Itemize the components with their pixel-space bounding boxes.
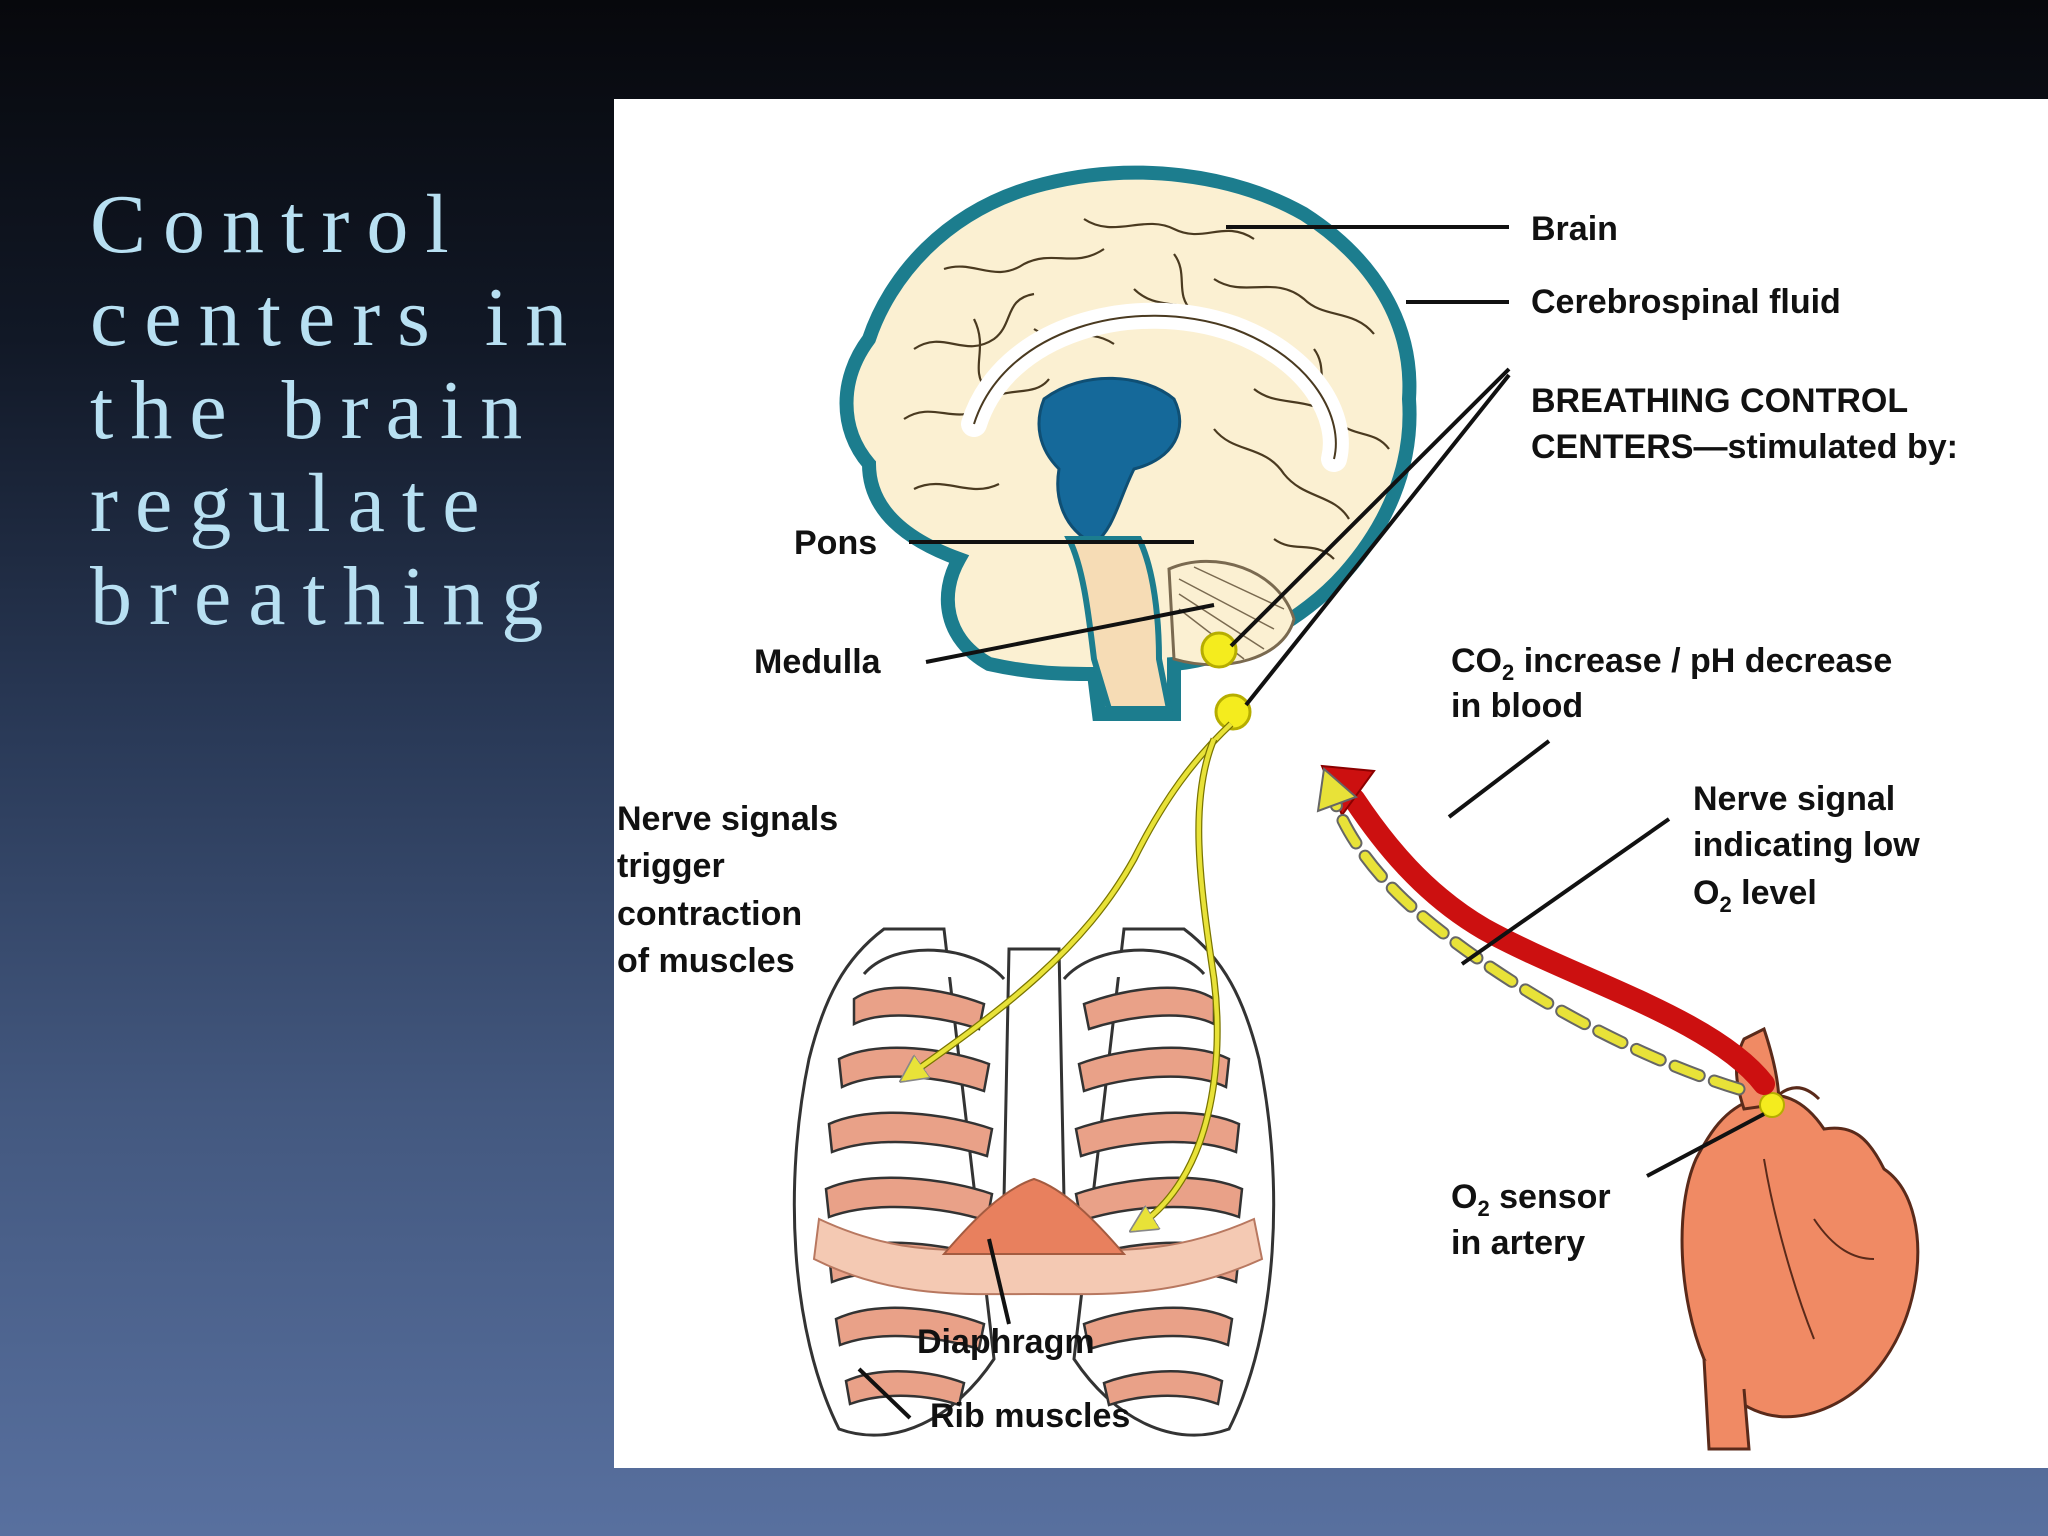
ventricle	[1037, 376, 1182, 546]
breathing-control-diagram: Brain Cerebrospinal fluid BREATHING CONT…	[614, 99, 2048, 1468]
label-nerve-trigger-line3: contraction	[617, 895, 802, 933]
label-co2-line1: CO2 increase / pH decrease	[1451, 642, 1892, 685]
diaphragm-muscle	[941, 1177, 1127, 1255]
brain-illustration	[839, 165, 1417, 731]
label-co2-line2: in blood	[1451, 687, 1583, 725]
label-rib-muscles: Rib muscles	[930, 1397, 1130, 1435]
label-o2-sensor-line1: O2 sensor	[1451, 1178, 1611, 1221]
label-pons: Pons	[794, 524, 877, 562]
low-o2-nerve-signal	[1329, 794, 1744, 1094]
label-nerve-trigger-line2: trigger	[617, 847, 725, 885]
nerve-to-rib-muscles	[902, 722, 1233, 1081]
label-control-centers-line1: BREATHING CONTROL	[1531, 382, 1908, 420]
o2-sensor-dot	[1759, 1092, 1785, 1118]
label-cerebrospinal-fluid: Cerebrospinal fluid	[1531, 283, 1841, 321]
label-o2-sensor-line2: in artery	[1451, 1224, 1585, 1262]
label-low-o2-line3: O2 level	[1693, 874, 1817, 917]
rib-cage-illustration	[792, 927, 1276, 1437]
medulla-control-center	[1214, 693, 1252, 731]
label-low-o2-line2: indicating low	[1693, 826, 1920, 864]
label-medulla: Medulla	[754, 643, 882, 681]
label-brain: Brain	[1531, 210, 1618, 248]
label-nerve-trigger-line1: Nerve signals	[617, 800, 838, 838]
label-nerve-trigger-line4: of muscles	[617, 942, 795, 980]
label-diaphragm: Diaphragm	[917, 1323, 1095, 1361]
pons-control-center	[1200, 631, 1238, 669]
leader-lines	[857, 225, 1765, 1420]
slide-title: Control centers in the brain regulate br…	[90, 178, 585, 643]
heart-illustration	[1680, 1026, 1920, 1451]
co2-signal-arrow	[1343, 788, 1775, 1095]
label-low-o2-line1: Nerve signal	[1693, 780, 1895, 818]
nerve-to-diaphragm	[1132, 738, 1220, 1231]
label-control-centers-line2: CENTERS—stimulated by:	[1531, 428, 1958, 466]
